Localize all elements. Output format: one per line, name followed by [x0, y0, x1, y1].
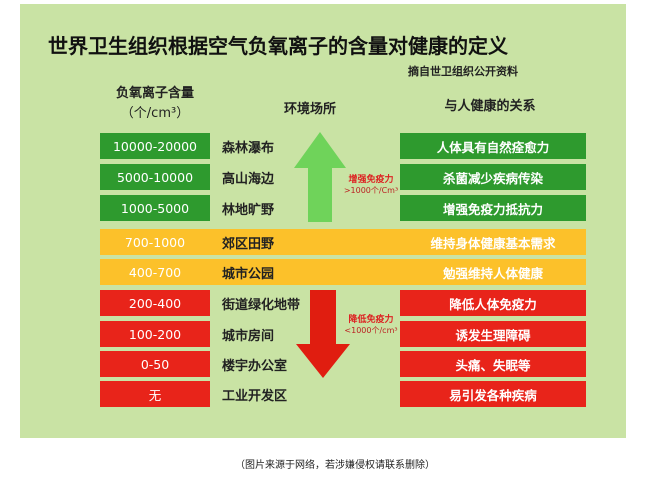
infographic-title: 世界卫生组织根据空气负氧离子的含量对健康的定义 [48, 34, 508, 58]
place-cell: 森林瀑布 [222, 140, 275, 156]
header-relation: 与人健康的关系 [444, 99, 536, 114]
relation-cell: 人体具有自然痊愈力 [400, 133, 586, 159]
up-arrow-note: 增强免疫力 >1000个/Cm³ [336, 172, 406, 196]
range-cell: 0-50 [100, 351, 210, 377]
place-cell: 工业开发区 [222, 388, 288, 404]
relation-cell: 维持身体健康基本需求 [430, 235, 556, 251]
up-sub: >1000个/Cm³ [343, 186, 399, 195]
place-cell: 城市公园 [222, 266, 275, 282]
up-label: 增强免疫力 [348, 175, 394, 185]
source-note: 摘自世卫组织公开资料 [408, 65, 518, 78]
range-cell: 200-400 [100, 290, 210, 316]
down-label: 降低免疫力 [348, 315, 394, 325]
range-cell: 5000-10000 [100, 164, 210, 190]
header-content: 负氧离子含量 [115, 86, 194, 101]
header-place: 环境场所 [283, 102, 336, 117]
place-cell: 楼宇办公室 [222, 358, 288, 374]
down-arrow-icon [296, 290, 350, 378]
place-cell: 林地旷野 [222, 202, 275, 218]
place-cell: 街道绿化地带 [222, 297, 301, 313]
relation-cell: 头痛、失眠等 [400, 351, 586, 377]
down-sub: <1000个/cm³ [344, 326, 398, 335]
range-cell: 10000-20000 [100, 133, 210, 159]
down-arrow-note: 降低免疫力 <1000个/cm³ [336, 312, 406, 336]
range-cell: 400-700 [128, 264, 182, 280]
range-cell: 1000-5000 [100, 195, 210, 221]
yellow-band [100, 259, 586, 285]
place-cell: 城市房间 [222, 328, 275, 344]
place-cell: 高山海边 [222, 171, 275, 187]
relation-cell: 诱发生理障碍 [400, 321, 586, 347]
relation-cell: 增强免疫力抵抗力 [400, 195, 586, 221]
header-unit: （个/cm³） [120, 106, 190, 121]
place-cell: 郊区田野 [222, 236, 275, 252]
caption: （图片来源于网络，若涉嫌侵权请联系删除） [235, 460, 435, 471]
range-cell: 700-1000 [124, 234, 186, 250]
relation-cell: 易引发各种疾病 [400, 381, 586, 407]
range-cell: 无 [100, 381, 210, 407]
up-arrow-icon [294, 132, 346, 222]
relation-cell: 勉强维持人体健康 [442, 265, 543, 281]
range-cell: 100-200 [100, 321, 210, 347]
relation-cell: 杀菌减少疾病传染 [400, 164, 586, 190]
relation-cell: 降低人体免疫力 [400, 290, 586, 316]
yellow-band [100, 229, 586, 255]
